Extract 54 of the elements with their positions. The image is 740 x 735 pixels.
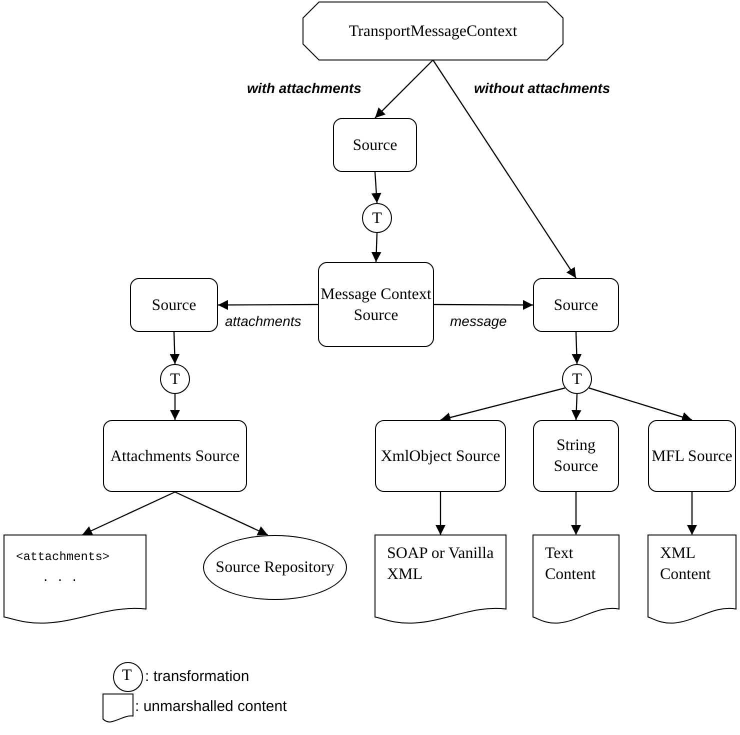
arrow bbox=[170, 332, 180, 364]
arrow bbox=[440, 387, 566, 422]
node-label: Source Repository bbox=[216, 558, 334, 578]
node-label: SOAP or Vanilla XML bbox=[387, 544, 495, 585]
arrow bbox=[436, 492, 446, 535]
arrow bbox=[588, 387, 692, 422]
octagon-box bbox=[303, 2, 563, 60]
process-box bbox=[130, 278, 218, 332]
transformation-circle bbox=[562, 364, 592, 394]
legend-label: : unmarshalled content bbox=[135, 698, 287, 716]
process-box bbox=[533, 278, 619, 332]
arrow bbox=[371, 232, 382, 262]
node-label: T bbox=[372, 208, 382, 228]
node-label: String Source bbox=[552, 436, 600, 477]
node-label: Attachments Source bbox=[110, 446, 240, 466]
node-label: Source bbox=[152, 296, 196, 316]
process-box bbox=[318, 262, 434, 347]
arrow bbox=[174, 491, 268, 536]
ellipsis-text: . . . bbox=[42, 570, 78, 587]
legend-label: : transformation bbox=[145, 668, 250, 686]
node-label: <attachments> bbox=[16, 549, 110, 566]
node-label: TransportMessageContext bbox=[348, 22, 518, 42]
process-box bbox=[333, 118, 417, 172]
node-label: XmlObject Source bbox=[380, 446, 500, 466]
transformation-circle bbox=[362, 203, 392, 233]
document-shape bbox=[375, 535, 506, 623]
document-shape bbox=[648, 535, 736, 623]
arrow bbox=[371, 172, 382, 204]
document-shape bbox=[4, 535, 146, 623]
process-box bbox=[103, 420, 247, 492]
node-label: Source bbox=[352, 136, 398, 156]
arrow bbox=[218, 300, 318, 310]
process-box bbox=[375, 420, 506, 492]
node-label: Message Context Source bbox=[320, 284, 432, 326]
document-shape bbox=[533, 535, 619, 623]
process-box bbox=[533, 420, 619, 492]
legend-symbol-letter: T bbox=[122, 667, 132, 685]
arrow bbox=[572, 332, 582, 364]
arrow bbox=[687, 492, 697, 535]
node-label: Text Content bbox=[545, 544, 597, 585]
node-label: MFL Source bbox=[652, 446, 732, 466]
process-box bbox=[648, 420, 736, 492]
transformation-circle bbox=[160, 364, 190, 394]
node-label: T bbox=[170, 370, 180, 390]
arrow bbox=[571, 492, 581, 535]
arrow bbox=[571, 394, 582, 420]
arrow bbox=[432, 60, 576, 278]
arrow bbox=[82, 491, 176, 536]
arrow bbox=[374, 60, 434, 118]
arrow bbox=[170, 394, 180, 420]
node-label: Source bbox=[554, 296, 598, 316]
arrow bbox=[434, 300, 533, 310]
node-label: XML Content bbox=[660, 544, 712, 585]
node-label: T bbox=[572, 370, 582, 390]
